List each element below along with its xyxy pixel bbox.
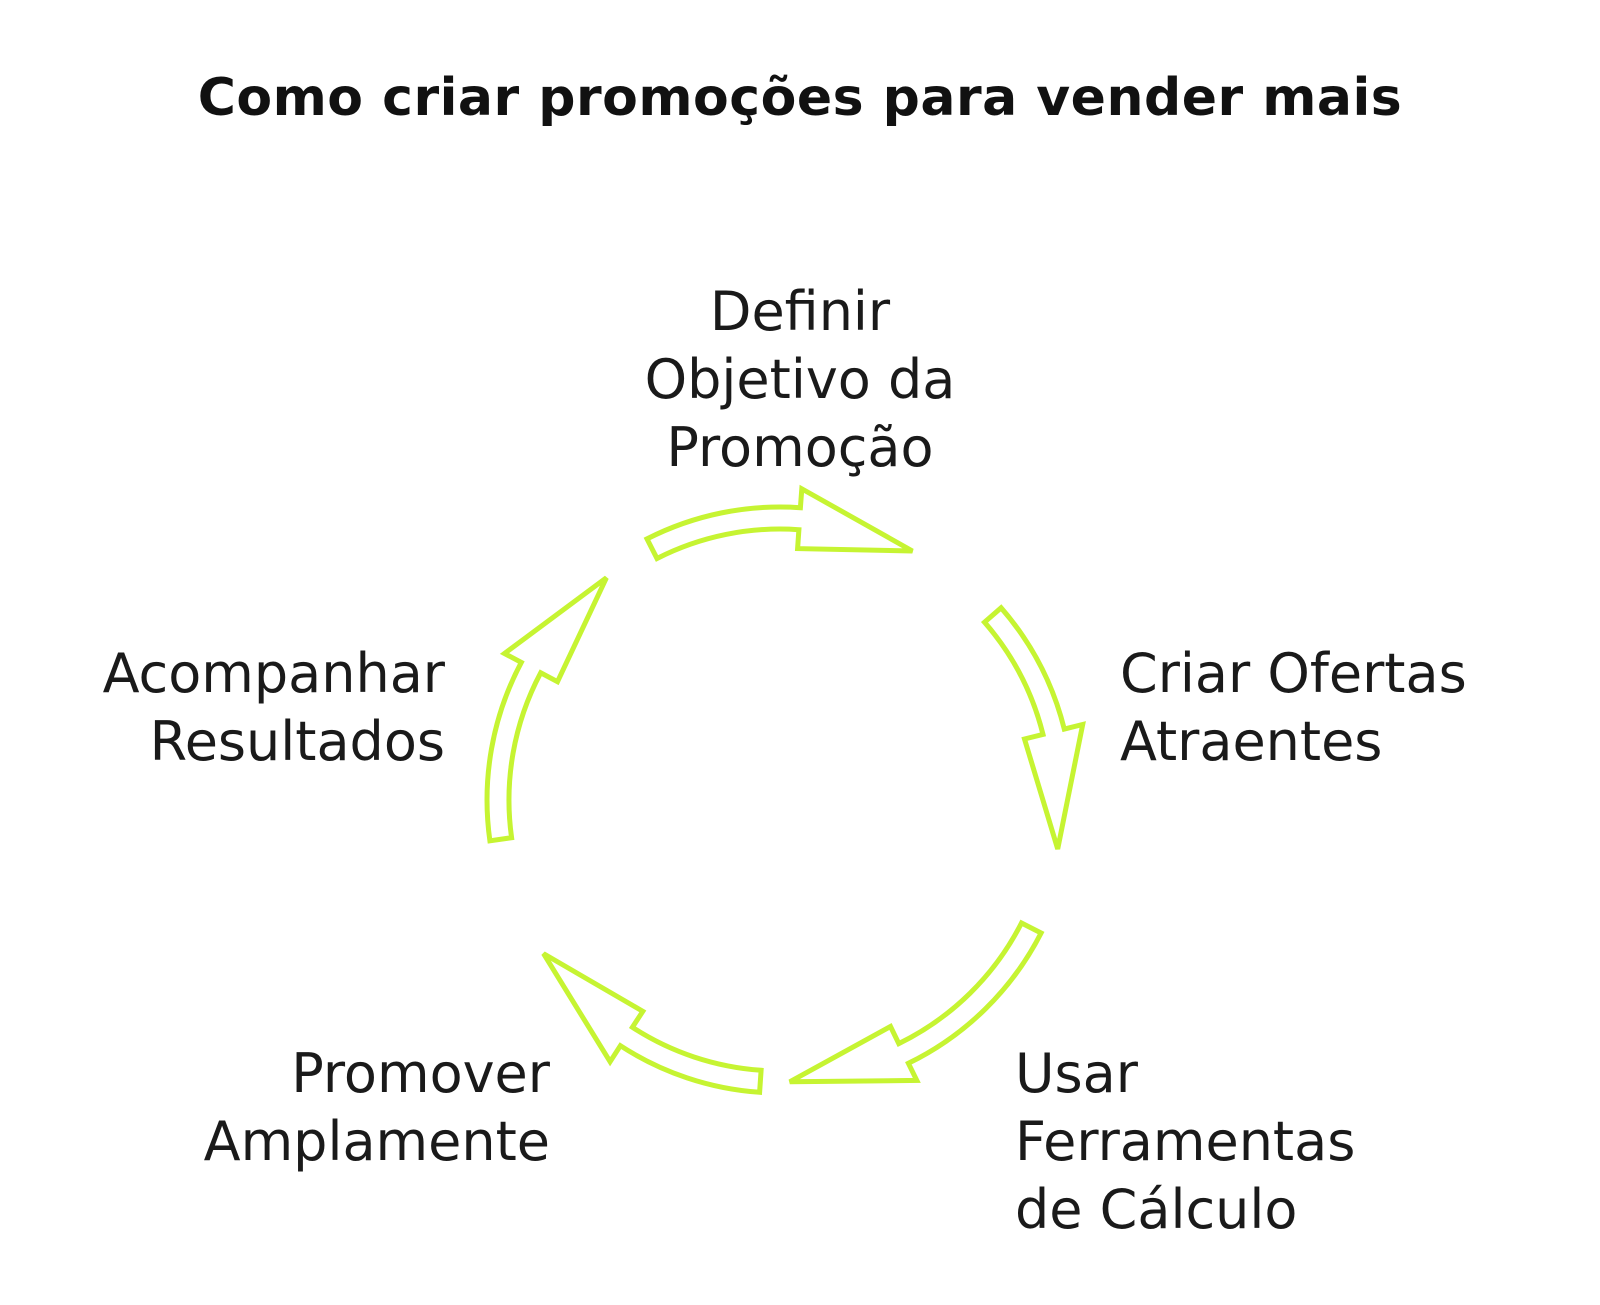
- step-label-line: Usar: [1015, 1042, 1138, 1105]
- step-use-tools: Usar Ferramentas de Cálculo: [1015, 1040, 1355, 1244]
- step-label-line: Definir: [709, 280, 891, 343]
- step-label-line: Objetivo da: [644, 348, 956, 411]
- step-label-line: Promoção: [666, 416, 934, 479]
- step-label-line: Ferramentas: [1015, 1110, 1356, 1173]
- step-promote-widely: Promover Amplamente: [110, 1040, 550, 1176]
- cycle-arrow-4: [541, 951, 764, 1095]
- diagram-title: Como criar promoções para vender mais: [197, 68, 1403, 128]
- step-label-line: Amplamente: [203, 1110, 550, 1173]
- step-track-results: Acompanhar Resultados: [20, 640, 445, 776]
- step-label-line: de Cálculo: [1015, 1178, 1298, 1241]
- step-create-offers: Criar Ofertas Atraentes: [1120, 640, 1467, 776]
- step-label-line: Promover: [291, 1042, 550, 1105]
- step-label-line: Resultados: [149, 710, 445, 773]
- step-label-line: Acompanhar: [102, 642, 445, 705]
- cycle-arrow-3: [788, 919, 1045, 1085]
- step-label-line: Criar Ofertas: [1120, 642, 1467, 705]
- cycle-arrow-2: [980, 604, 1086, 850]
- cycle-arrow-5: [484, 575, 609, 844]
- step-define-objective: Definir Objetivo da Promoção: [560, 278, 1040, 482]
- step-label-line: Atraentes: [1120, 710, 1383, 773]
- cycle-arrow-1: [643, 484, 914, 562]
